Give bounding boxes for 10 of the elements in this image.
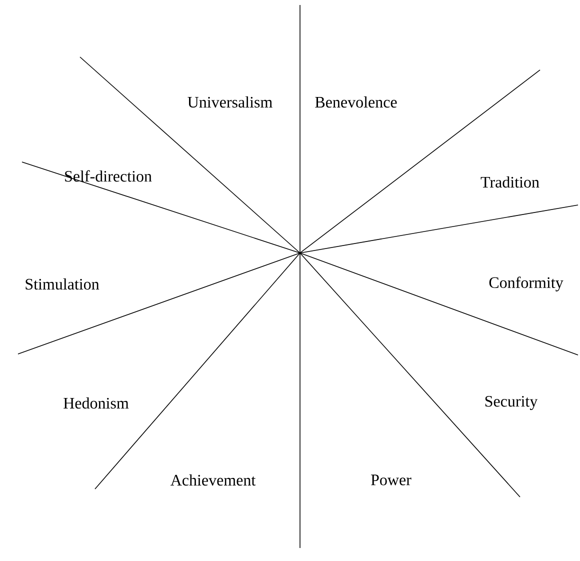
value-label: Tradition [480,176,540,188]
value-label: Power [371,474,412,486]
value-label: Security [485,396,538,410]
value-label: Universalism [188,96,272,108]
value-label: Conformity [489,276,564,292]
value-label: Benevolence [315,96,397,108]
value-label: Hedonism [64,397,129,409]
value-label: Achievement [170,474,256,486]
value-label: Stimulation [26,278,100,290]
value-label: Self-direction [65,170,152,182]
